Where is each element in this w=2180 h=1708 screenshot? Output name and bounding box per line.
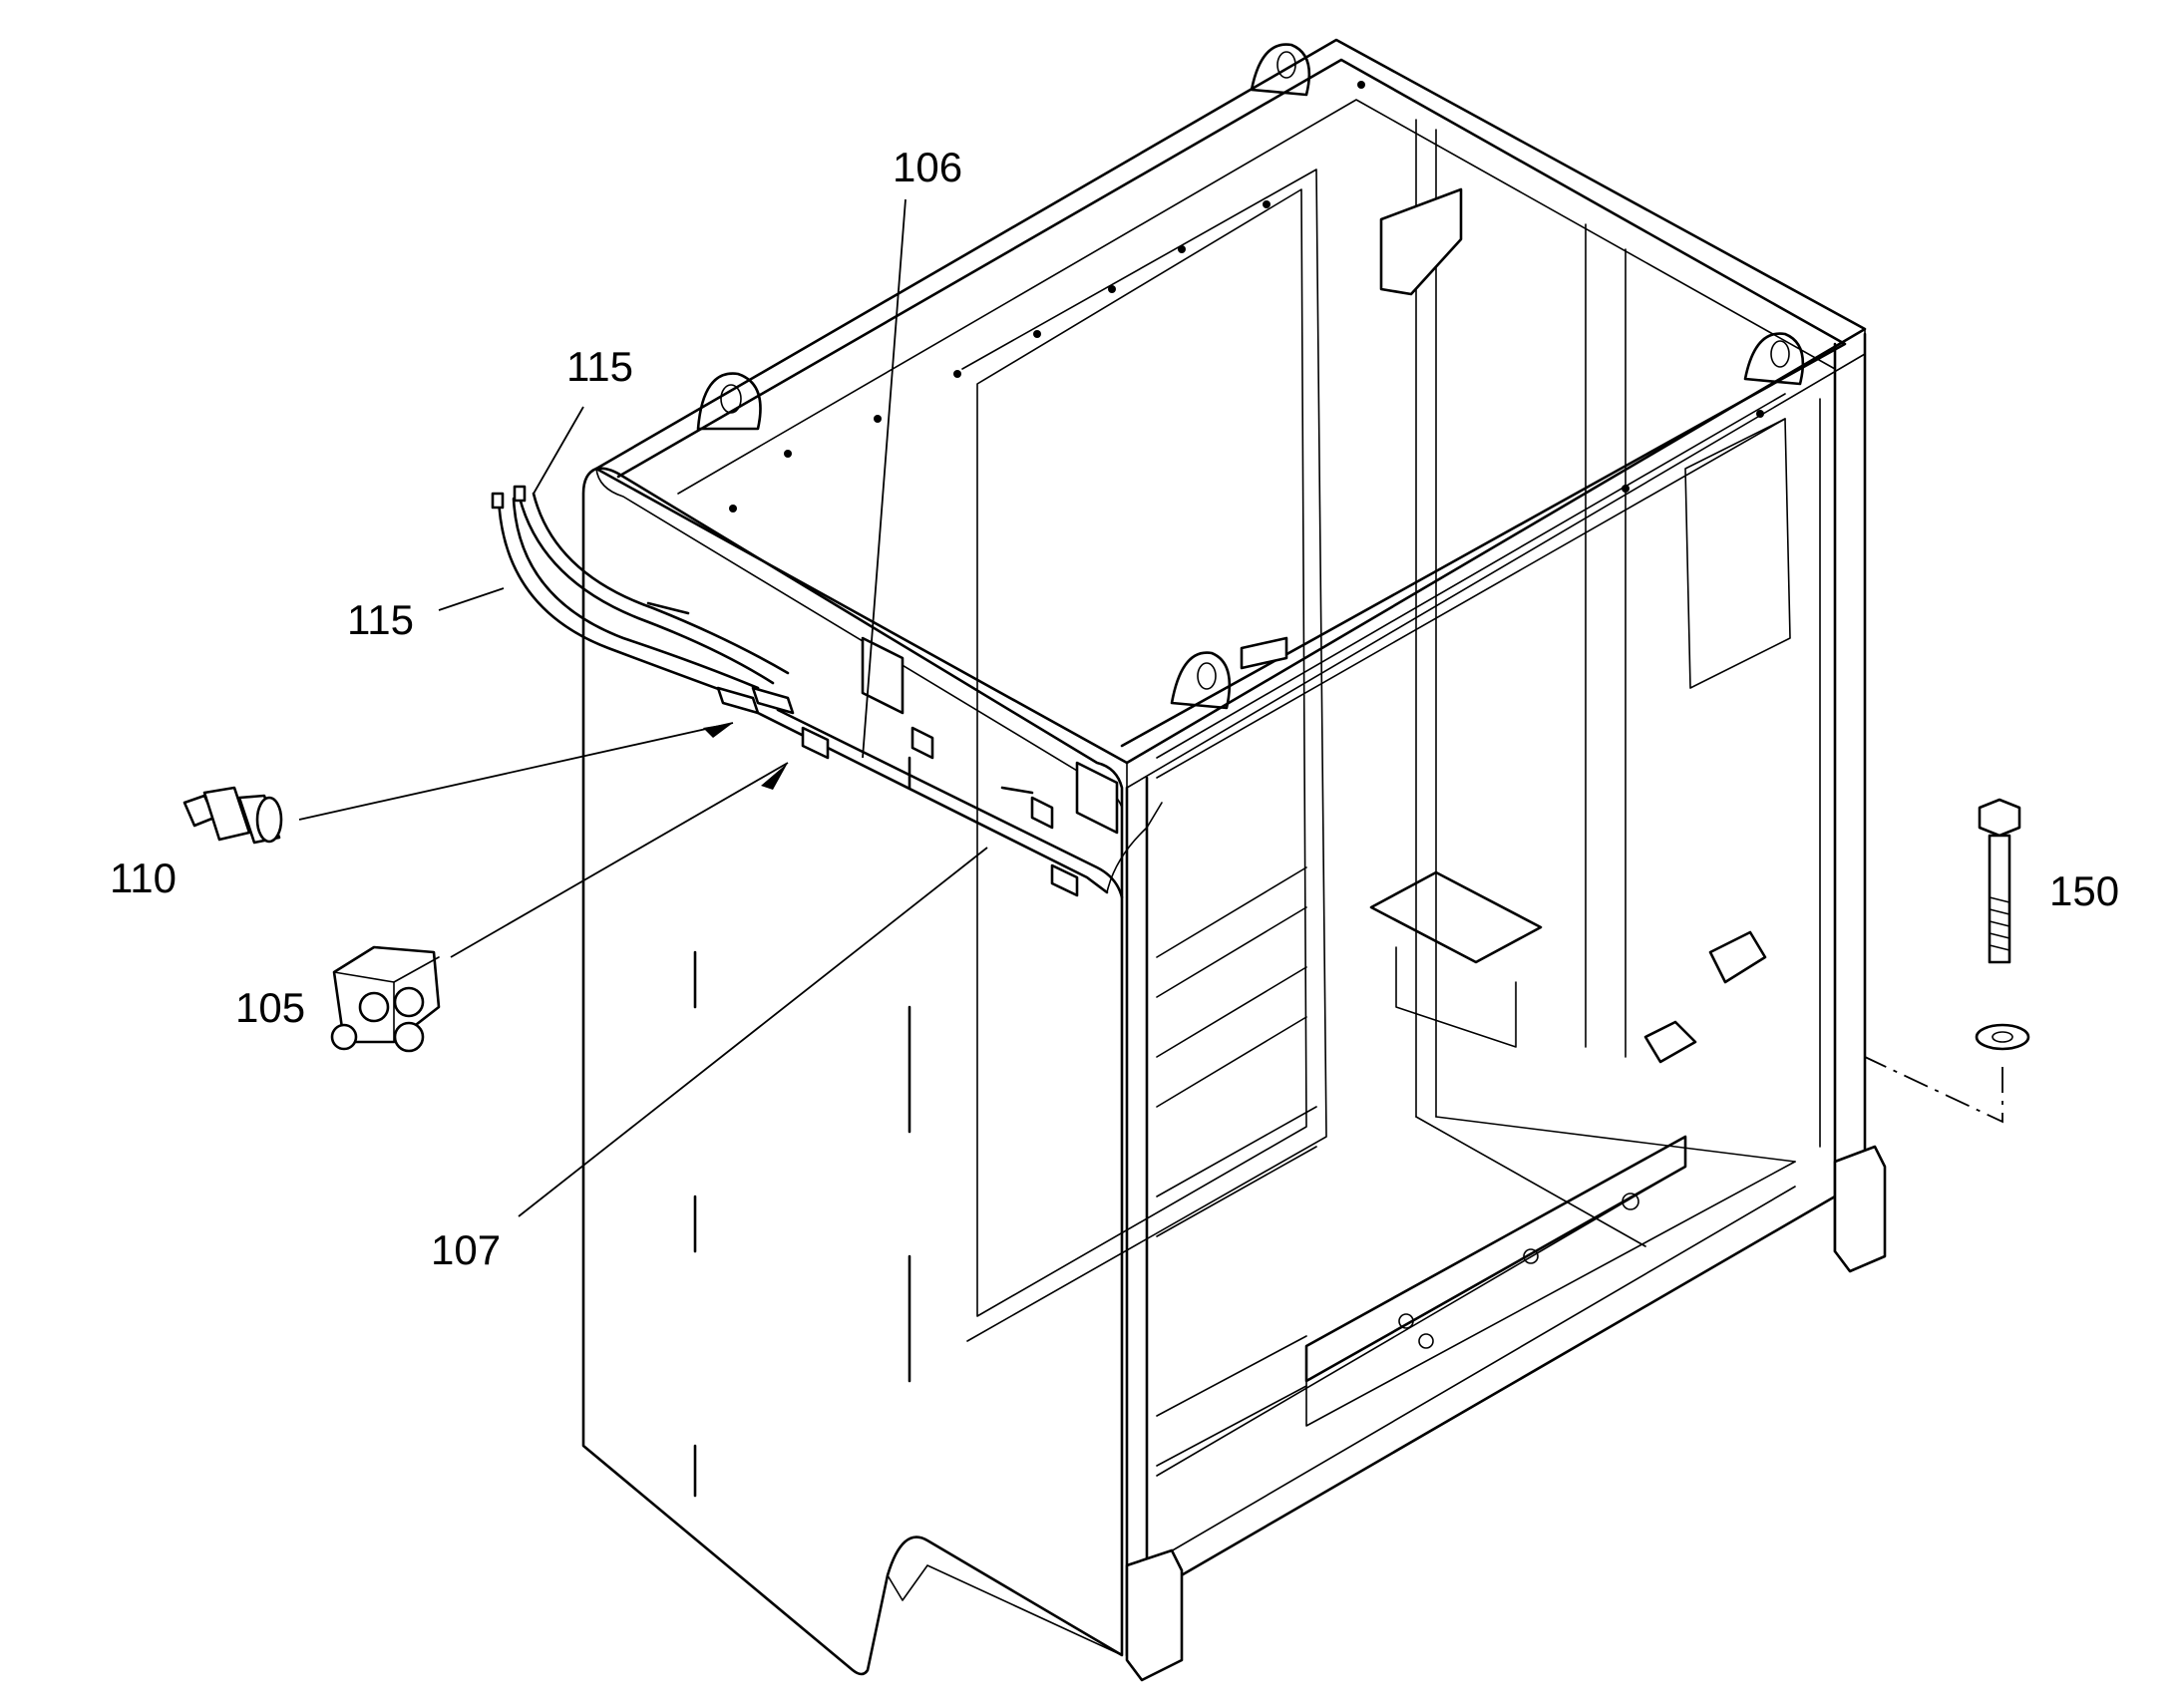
lifting-eye-2 — [1250, 43, 1311, 97]
callout-107: 107 — [431, 1226, 501, 1273]
hose-assembly-115 — [491, 485, 795, 715]
foot-front — [1125, 1548, 1184, 1682]
clamp-105 — [330, 945, 441, 1053]
callout-115-lower: 115 — [347, 596, 414, 643]
lifting-eye-1 — [696, 372, 762, 431]
leader-lines — [298, 198, 988, 1217]
callout-115-upper: 115 — [566, 343, 633, 390]
lifting-eye-3 — [1743, 332, 1805, 386]
front-side-panel — [581, 467, 1288, 1676]
bolt-150 — [1975, 798, 2030, 1051]
fitting-110 — [182, 786, 283, 845]
callout-150: 150 — [2049, 867, 2119, 914]
callout-105: 105 — [235, 984, 305, 1031]
callout-106: 106 — [893, 144, 962, 190]
lifting-eye-4 — [1170, 651, 1232, 710]
panel-slots — [646, 601, 1034, 1498]
callout-110: 110 — [110, 854, 177, 901]
tube-106-107 — [756, 708, 1163, 899]
foot-rear — [1833, 1145, 1887, 1273]
frame-enclosure — [594, 38, 1887, 1682]
assembly-centerline — [1864, 1056, 2003, 1124]
